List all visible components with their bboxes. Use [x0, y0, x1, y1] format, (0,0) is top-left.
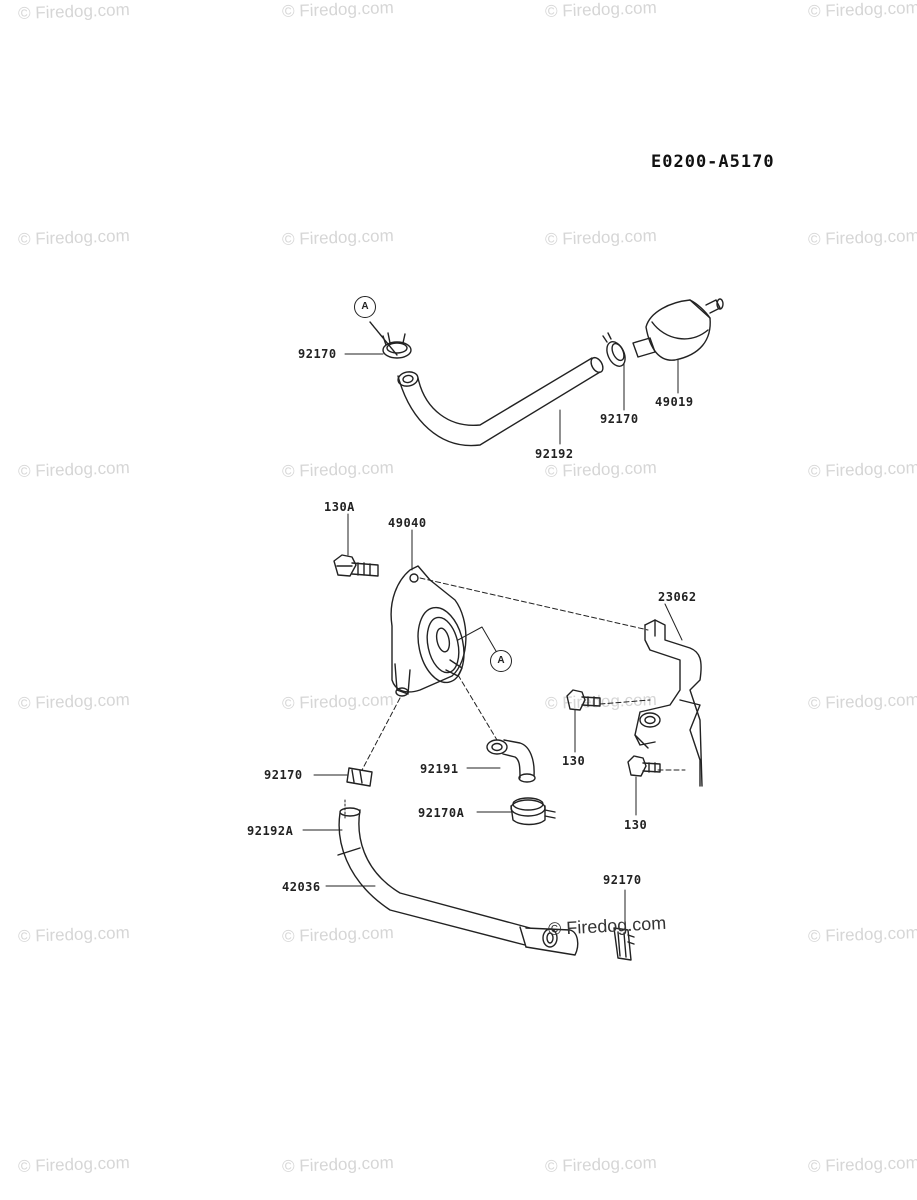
part-label: 92170: [264, 768, 303, 782]
clamp-top-right-drawing: [602, 332, 626, 367]
part-label: 49019: [655, 395, 694, 409]
part-label: 49040: [388, 516, 427, 530]
bracket-drawing: [634, 603, 703, 787]
part-label: 42036: [282, 880, 321, 894]
clamp-top-left-drawing: [369, 321, 412, 359]
clamp-mid-left-drawing: [313, 767, 373, 787]
hose-elbow-drawing: [466, 739, 536, 783]
clamp-bottom-right-drawing: [613, 889, 635, 961]
hose-92192-drawing: [397, 356, 604, 447]
callout-a-pump: A: [490, 650, 512, 672]
hose-lower-drawing: [302, 807, 579, 956]
part-label: 23062: [658, 590, 697, 604]
diagram-code: E0200-A5170: [651, 152, 775, 172]
part-label: 92170A: [418, 806, 465, 820]
part-label: 92192: [535, 447, 574, 461]
part-label: 92192A: [247, 824, 294, 838]
clamp-92170a-drawing: [476, 797, 556, 826]
part-label: 92170: [603, 873, 642, 887]
bolt-130-upper-drawing: [566, 689, 601, 753]
part-label: 92170: [600, 412, 639, 426]
bolt-130a-drawing: [333, 513, 379, 577]
part-label: 130A: [324, 500, 355, 514]
part-label: 92170: [298, 347, 337, 361]
callout-a-top: A: [354, 296, 376, 318]
leader-lines-upper: [344, 353, 679, 445]
fuel-pump-drawing: [390, 529, 467, 697]
bolt-130-lower-drawing: [627, 755, 661, 816]
part-label: 130: [562, 754, 586, 768]
fuel-filter-drawing: [632, 298, 724, 361]
dashed-lines: [344, 577, 686, 821]
part-label: 92191: [420, 762, 459, 776]
part-label: 130: [624, 818, 648, 832]
